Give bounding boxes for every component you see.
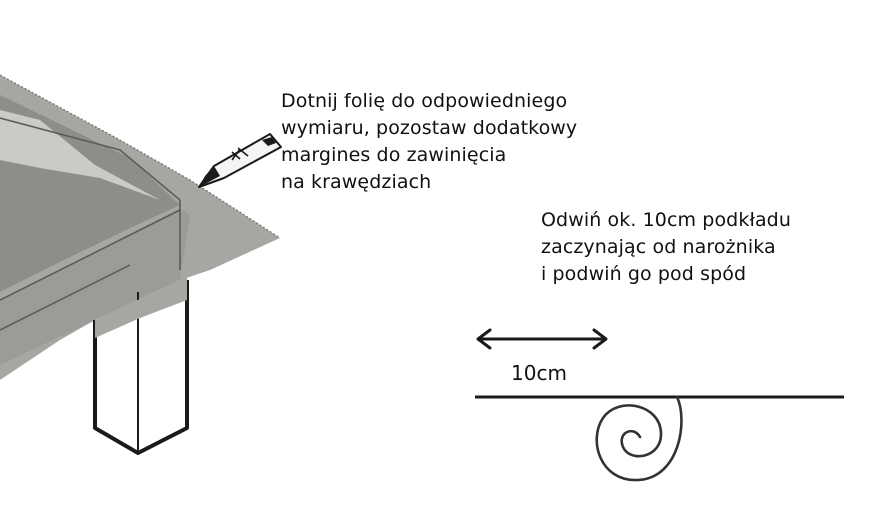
film-highlight [0, 110, 160, 200]
film-over-leg [95, 275, 187, 338]
utility-knife-icon [198, 133, 282, 188]
table-with-film [0, 74, 281, 455]
table-edge-outline [0, 117, 181, 331]
measurement-label: 10cm [511, 361, 567, 385]
cut-instruction-line: Dotnij folię do odpowiedniego [281, 90, 568, 112]
rolled-underlay-spiral-icon [475, 395, 844, 482]
unroll-instruction-line: i podwiń go pod spód [541, 263, 747, 285]
cut-instruction-line: margines do zawinięcia [281, 144, 507, 166]
unroll-instruction-line: Odwiń ok. 10cm podkładu [541, 209, 791, 231]
cut-instruction-line: wymiaru, pozostaw dodatkowy [281, 117, 578, 139]
cut-film-instruction: Dotnij folię do odpowiedniego wymiaru, p… [281, 88, 577, 196]
film-edge-outline [0, 74, 281, 239]
film-fold [0, 208, 190, 365]
double-headed-arrow-icon [476, 328, 608, 350]
unroll-underlay-instruction: Odwiń ok. 10cm podkładu zaczynając od na… [541, 207, 791, 288]
cut-instruction-line: na krawędziach [281, 171, 432, 193]
unroll-instruction-line: zaczynając od narożnika [541, 236, 776, 258]
